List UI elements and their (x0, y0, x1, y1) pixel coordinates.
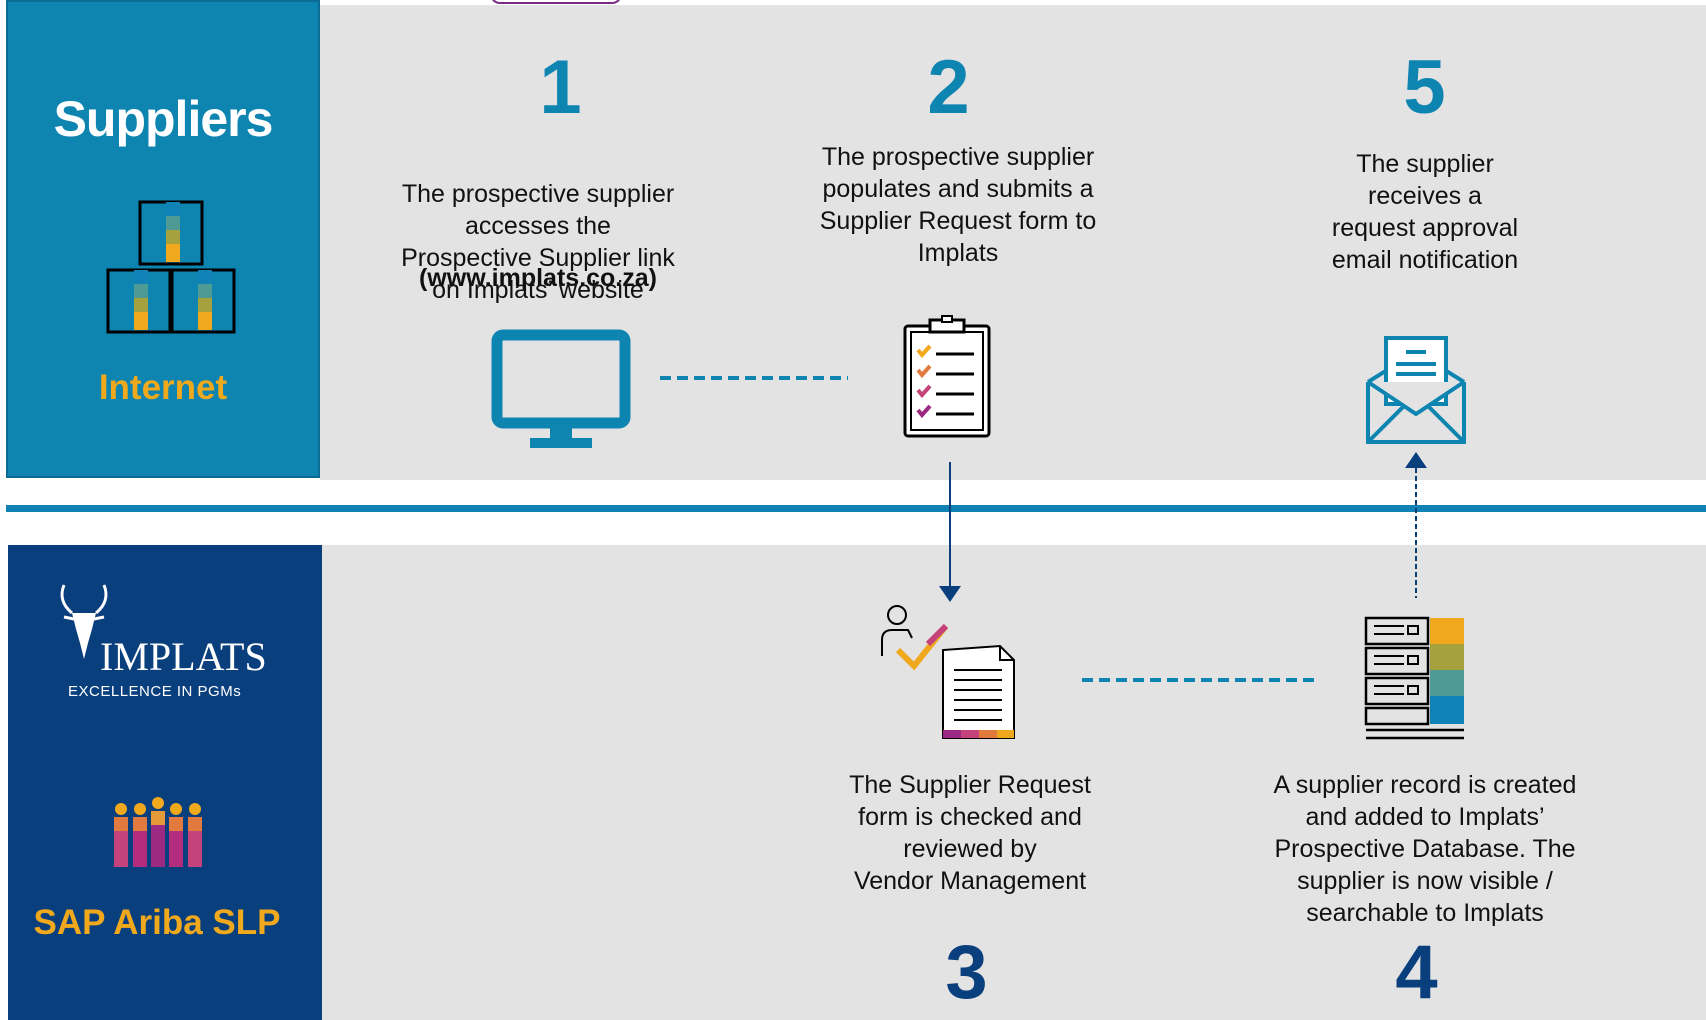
step-1-description: The prospective supplier accesses the Pr… (401, 180, 675, 304)
step-4-number: 4 (1395, 930, 1437, 1015)
implats-subtitle: SAP Ariba SLP (33, 903, 281, 942)
implats-logo-text: IMPLATS (100, 634, 267, 679)
database-server-icon (1364, 616, 1464, 740)
implats-logo-tagline: EXCELLENCE IN PGMs (68, 683, 242, 700)
step-5-number: 5 (1403, 45, 1445, 130)
step-2-number: 2 (927, 45, 969, 130)
suppliers-lane (320, 5, 1706, 480)
step-3-description: The Supplier Request form is checked and… (849, 771, 1091, 895)
reviewer-document-icon (881, 605, 1015, 739)
step-4-description: A supplier record is created and added t… (1273, 771, 1577, 927)
arrow-2-to-3 (939, 462, 961, 602)
clipboard-checklist-icon (903, 315, 991, 438)
monitor-icon (491, 329, 631, 448)
step-1-link: (www.implats.co.za) (418, 264, 657, 292)
step-2-description: The prospective supplier populates and s… (819, 143, 1097, 267)
suppliers-subtitle: Internet (98, 368, 228, 407)
arrow-4-to-5 (1405, 452, 1427, 598)
step-3-number: 3 (945, 930, 987, 1015)
implats-lane (320, 545, 1706, 1020)
email-envelope-icon (1366, 336, 1466, 444)
connector-1-2 (660, 376, 848, 380)
stacked-boxes-icon (106, 200, 236, 334)
connector-3-4 (1082, 678, 1320, 682)
suppliers-title: Suppliers (53, 91, 274, 147)
implats-panel: IMPLATS EXCELLENCE IN PGMs SAP Ariba SLP (8, 545, 322, 1020)
step-1-text: The prospective supplier accesses the Pr… (370, 146, 706, 306)
suppliers-panel: Suppliers Internet (6, 0, 320, 478)
step-1-number: 1 (539, 45, 581, 130)
step-5-description: The supplier receives a request approval… (1331, 150, 1519, 274)
impala-logo-icon (60, 584, 108, 659)
lane-divider (6, 505, 1706, 512)
people-group-icon (114, 797, 202, 867)
decorative-tab (490, 0, 622, 4)
